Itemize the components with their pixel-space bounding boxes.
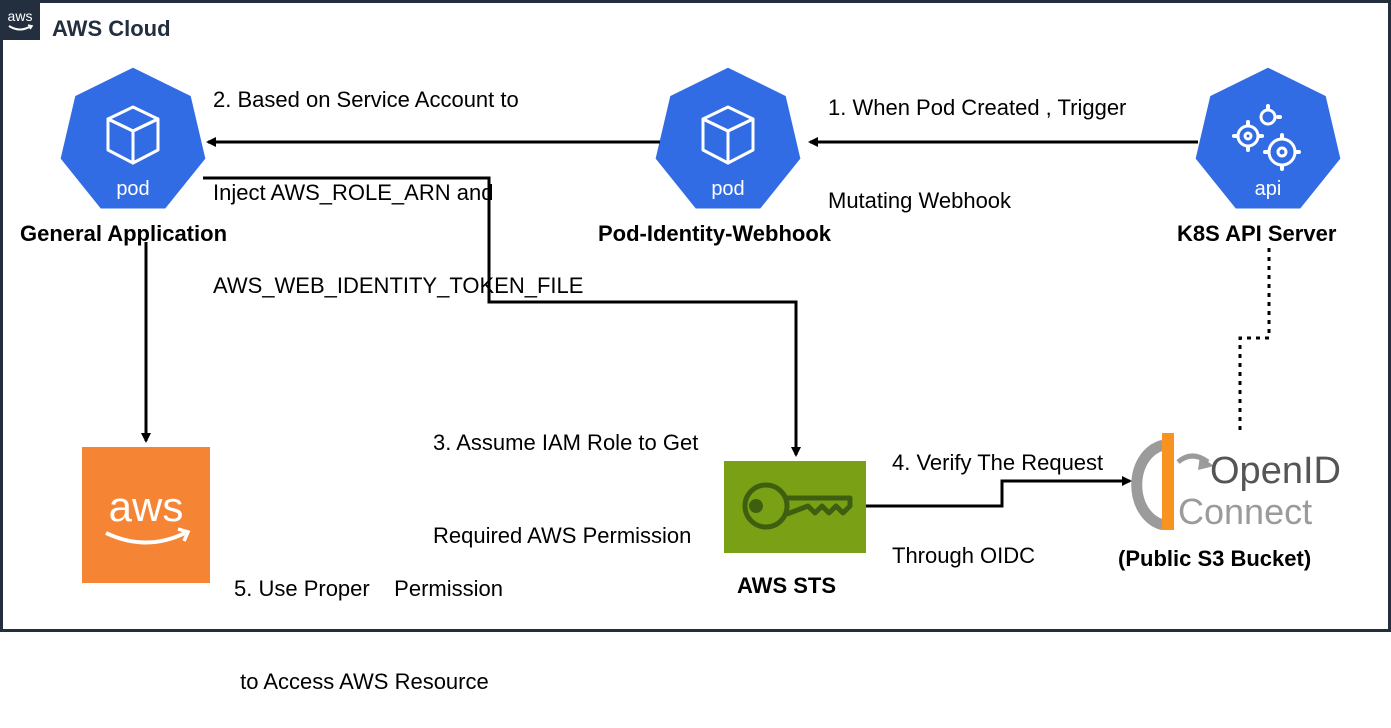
step-2-line-1: 2. Based on Service Account to	[213, 87, 519, 112]
step-2-annotation: 2. Based on Service Account to Inject AW…	[213, 22, 583, 332]
webhook-pod-icon: pod	[652, 64, 804, 212]
step-1-line-1: 1. When Pod Created , Trigger	[828, 95, 1127, 120]
aws-cloud-boundary	[0, 0, 1391, 632]
step-3-line-2: Required AWS Permission	[433, 523, 692, 548]
aws-badge-text: aws	[8, 8, 33, 24]
step-5-line-2: to Access AWS Resource	[234, 669, 489, 694]
aws-cloud-icon: aws	[0, 0, 40, 40]
aws-service-icon: aws	[82, 447, 210, 583]
step-5-annotation: 5. Use Proper Permission to Access AWS R…	[234, 511, 503, 728]
webhook-label: Pod-Identity-Webhook	[598, 221, 832, 246]
api-server-icon: api	[1192, 64, 1344, 212]
aws-logo-text: aws	[109, 483, 184, 530]
connector-api-to-openid-dotted	[1238, 248, 1271, 432]
step-5-line-1: 5. Use Proper Permission	[234, 576, 503, 601]
step-4-annotation: 4. Verify The Request Through OIDC	[892, 385, 1103, 602]
general-app-label: General Application	[20, 221, 228, 246]
step-3-line-1: 3. Assume IAM Role to Get	[433, 430, 699, 455]
connector-sts-to-openid	[866, 476, 1132, 508]
connect-brand-text: Connect	[1178, 491, 1312, 532]
sts-label: AWS STS	[737, 573, 837, 598]
step-2-line-3: AWS_WEB_IDENTITY_TOKEN_FILE	[213, 273, 584, 298]
general-app-pod-icon: pod	[57, 64, 209, 212]
architecture-diagram: pod pod	[57, 64, 1344, 583]
connector-app-to-sts	[203, 176, 801, 457]
openid-label: (Public S3 Bucket)	[1118, 546, 1312, 571]
openid-brand-text: OpenID	[1210, 450, 1341, 492]
openid-connect-logo: OpenID Connect	[1131, 433, 1341, 532]
step-4-line-1: 4. Verify The Request	[892, 450, 1104, 475]
step-4-line-2: Through OIDC	[892, 543, 1036, 568]
pod-icon-text: pod	[711, 178, 744, 200]
cloud-title: AWS Cloud	[52, 16, 171, 41]
step-1-line-2: Mutating Webhook	[828, 188, 1012, 213]
step-1-annotation: 1. When Pod Created , Trigger Mutating W…	[828, 30, 1126, 247]
step-3-annotation: 3. Assume IAM Role to Get Required AWS P…	[433, 365, 698, 582]
api-icon-text: api	[1255, 178, 1282, 200]
step-2-line-2: Inject AWS_ROLE_ARN and	[213, 180, 494, 205]
api-server-label: K8S API Server	[1177, 221, 1337, 246]
sts-key-icon	[724, 461, 866, 553]
pod-icon-text: pod	[116, 178, 149, 200]
